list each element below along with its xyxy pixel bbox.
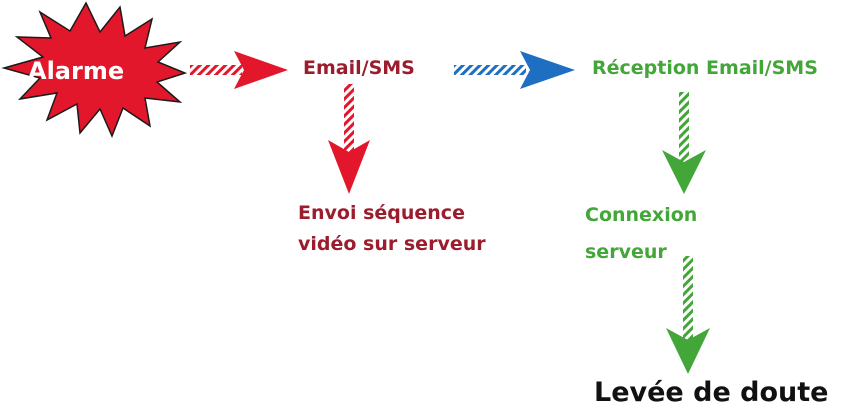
connexion-line-1: Connexion <box>585 204 698 226</box>
reception-email-sms-node: Réception Email/SMS <box>592 57 818 79</box>
email-sms-node: Email/SMS <box>303 57 415 79</box>
arrow-reception-to-connexion-shaft <box>679 92 689 164</box>
arrow-email-to-envoi-shaft <box>344 84 354 154</box>
envoi-line-1: Envoi séquence <box>298 202 465 224</box>
arrow-alarm-to-email-shaft <box>190 65 242 75</box>
arrow-email-to-envoi <box>328 84 370 194</box>
arrow-email-to-reception <box>454 51 575 89</box>
connexion-serveur-node: Connexion serveur <box>585 204 697 265</box>
alarm-starburst <box>1 1 188 138</box>
arrow-alarm-to-email-head <box>234 51 288 89</box>
alarm-label: Alarme <box>28 57 125 85</box>
arrow-email-to-reception-shaft <box>454 65 526 75</box>
arrow-connexion-to-levee-shaft <box>683 256 693 340</box>
arrow-connexion-to-levee-head <box>666 328 710 374</box>
levee-de-doute-node: Levée de doute <box>594 377 829 408</box>
connexion-line-2: serveur <box>585 240 667 263</box>
arrow-email-to-envoi-head <box>328 140 370 194</box>
arrow-connexion-to-levee <box>666 256 710 374</box>
envoi-line-2: vidéo sur serveur <box>298 232 486 255</box>
arrow-alarm-to-email <box>190 51 288 89</box>
arrow-reception-to-connexion <box>662 92 706 194</box>
arrow-reception-to-connexion-head <box>662 150 706 194</box>
arrow-email-to-reception-head <box>520 51 575 89</box>
envoi-sequence-node: Envoi séquence vidéo sur serveur <box>298 202 486 257</box>
alarm-starburst-shape <box>1 1 188 138</box>
